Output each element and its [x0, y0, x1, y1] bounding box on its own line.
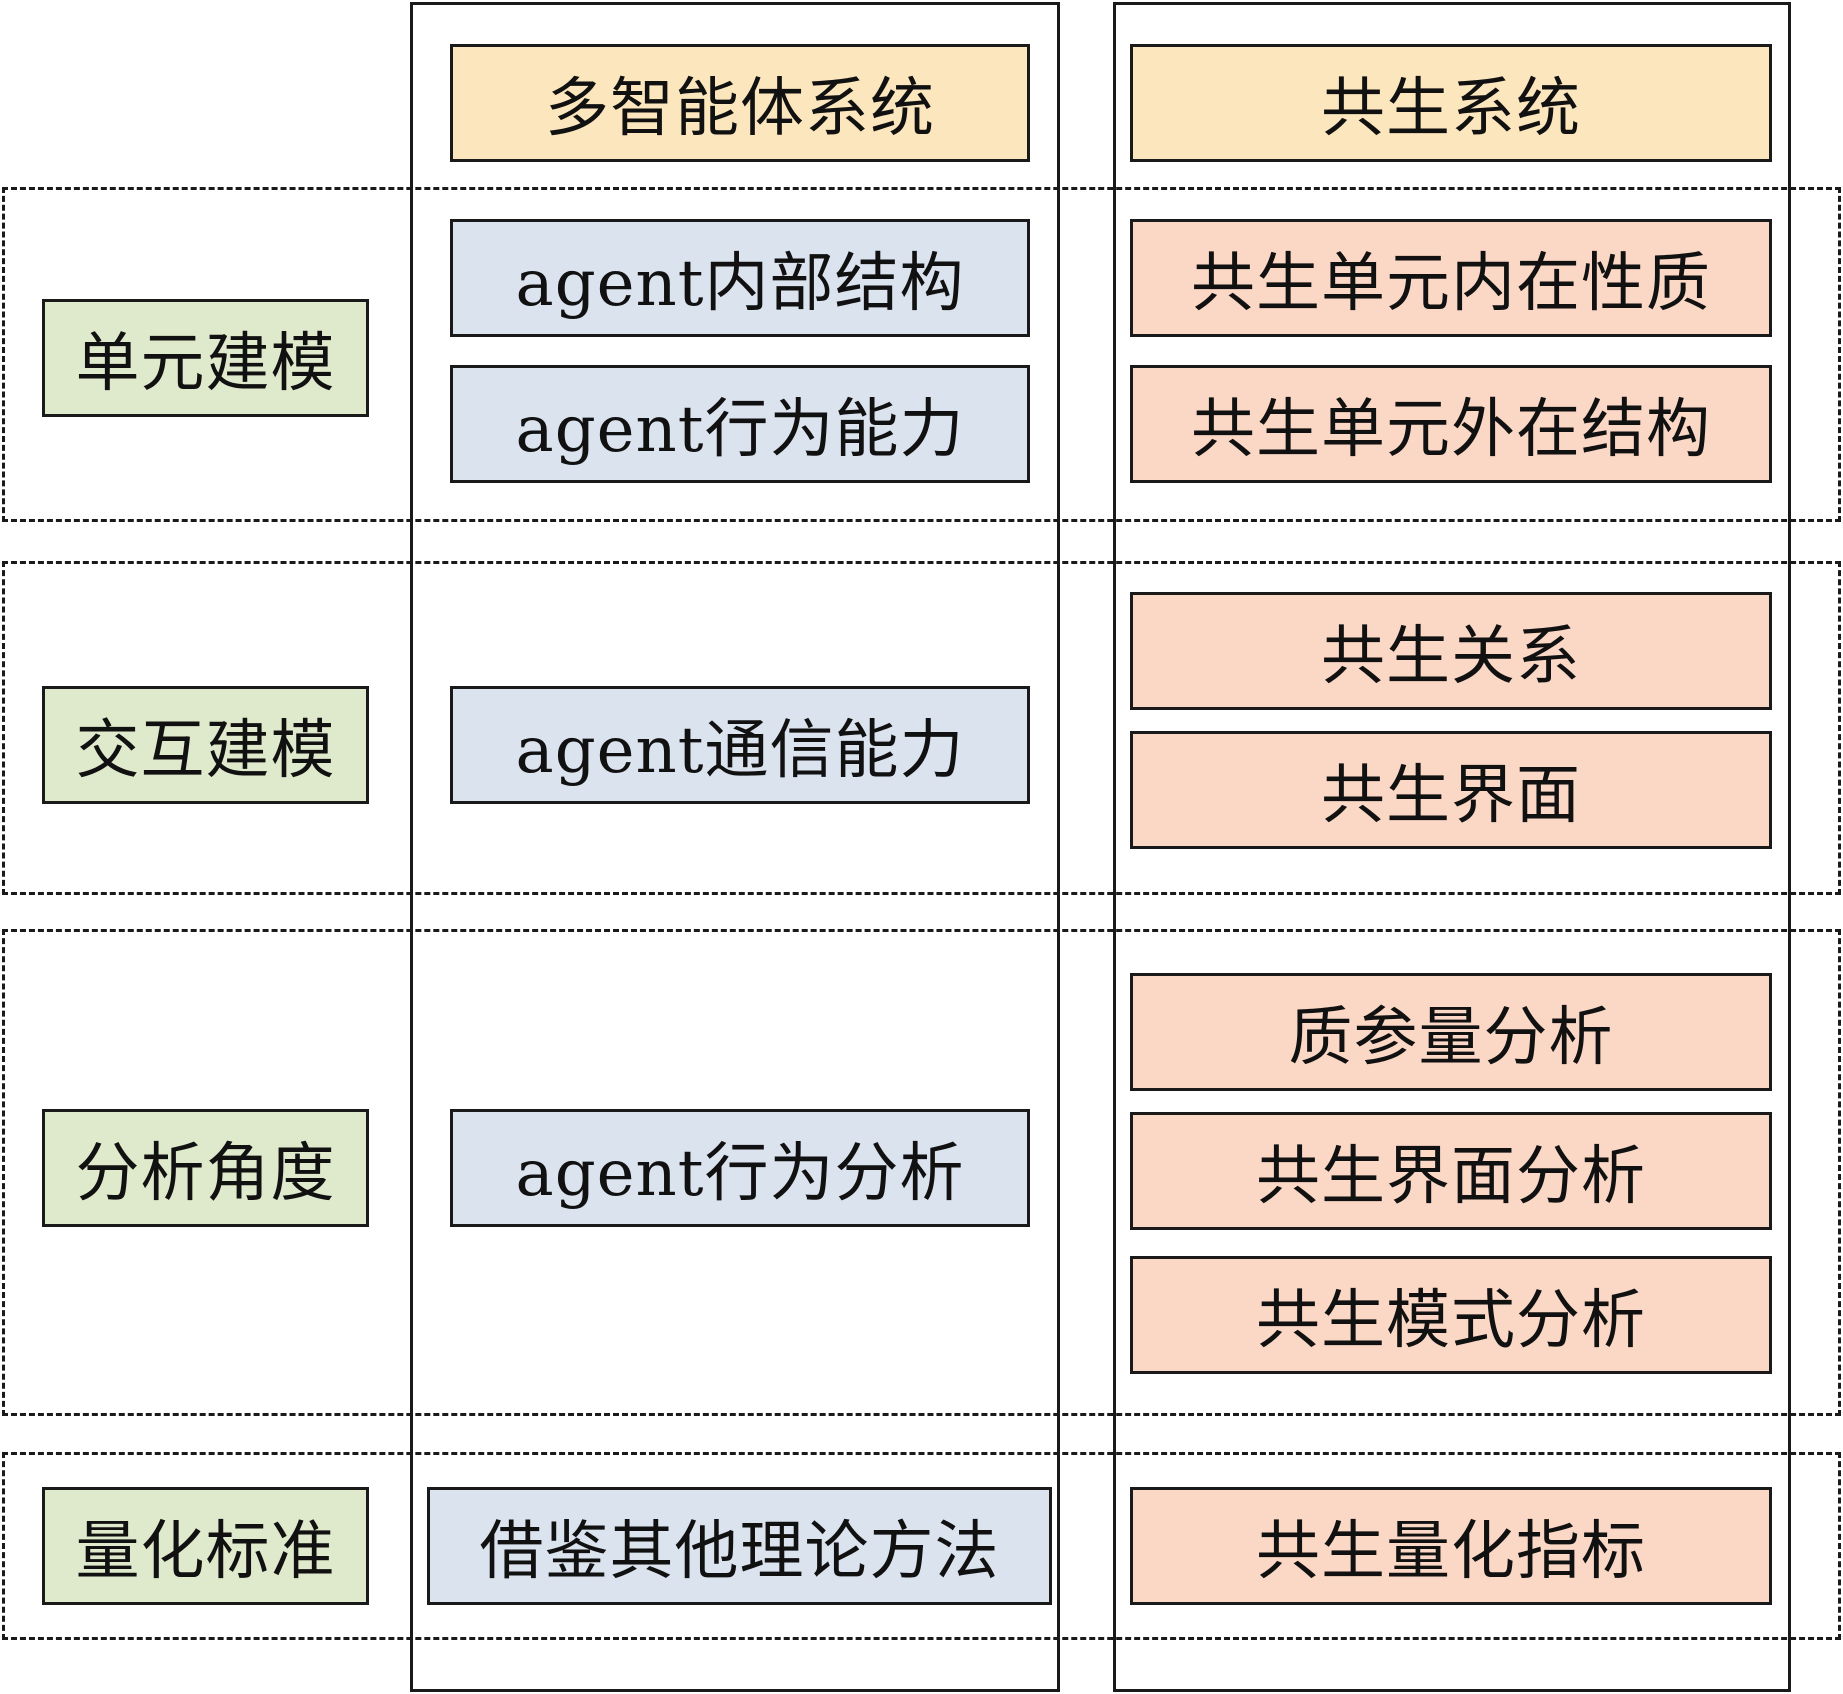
symbiosis-item-interface-analysis: 共生界面分析: [1130, 1112, 1772, 1230]
symbiosis-column: [1113, 2, 1791, 1692]
band-quantification-standard: [2, 1452, 1841, 1640]
band-analysis-perspective: [2, 929, 1841, 1416]
symbiosis-item-quality-parameter-analysis: 质参量分析: [1130, 973, 1772, 1091]
row-label-analysis-perspective: 分析角度: [42, 1109, 369, 1227]
mas-header: 多智能体系统: [450, 44, 1030, 162]
band-interaction-modeling: [2, 561, 1841, 895]
symbiosis-header: 共生系统: [1130, 44, 1772, 162]
symbiosis-item-unit-extrinsic: 共生单元外在结构: [1130, 365, 1772, 483]
symbiosis-item-relation: 共生关系: [1130, 592, 1772, 710]
symbiosis-item-unit-intrinsic: 共生单元内在性质: [1130, 219, 1772, 337]
mas-item-borrow-other-methods: 借鉴其他理论方法: [427, 1487, 1052, 1605]
mas-item-communication-capability: agent通信能力: [450, 686, 1030, 804]
row-label-quantification-standard: 量化标准: [42, 1487, 369, 1605]
row-label-unit-modeling: 单元建模: [42, 299, 369, 417]
mas-item-behavior-analysis: agent行为分析: [450, 1109, 1030, 1227]
mas-column: [410, 2, 1060, 1692]
symbiosis-item-interface: 共生界面: [1130, 731, 1772, 849]
symbiosis-item-mode-analysis: 共生模式分析: [1130, 1256, 1772, 1374]
symbiosis-item-quantification-index: 共生量化指标: [1130, 1487, 1772, 1605]
band-unit-modeling: [2, 187, 1841, 522]
mas-item-behavior-capability: agent行为能力: [450, 365, 1030, 483]
row-label-interaction-modeling: 交互建模: [42, 686, 369, 804]
mas-item-internal-structure: agent内部结构: [450, 219, 1030, 337]
